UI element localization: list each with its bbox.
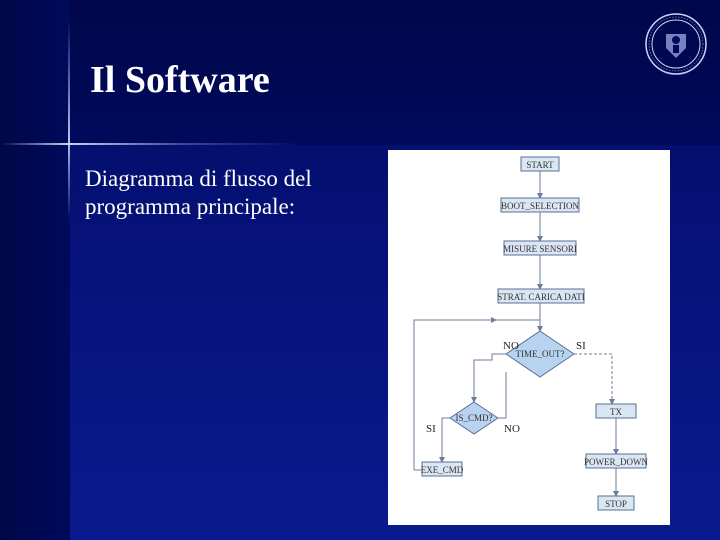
node-decision-main-label: TIME_OUT? [516,349,565,359]
top-band [0,0,720,145]
node-exe-box [421,461,463,477]
node-stop-label: STOP [605,499,627,509]
node-start-label: START [526,160,554,170]
node-decision-main [505,330,575,378]
label-no-bottom: NO [504,423,520,435]
node-misure-label: MISURE SENSORI [503,244,577,254]
star-sparkle-vertical [68,20,70,220]
node-strat-box [497,288,585,304]
university-seal-icon [645,13,707,75]
node-tx-label: TX [610,407,622,417]
node-power-label: POWER_DOWN [584,457,648,467]
bullet-text: Diagramma di flusso del programma princi… [85,166,312,219]
node-decision-cmd-label: IS_CMD? [455,413,492,423]
node-stop-box [597,495,635,511]
flowchart-image: START BOOT_SELECTION MISURE SENSORI STRA… [388,150,670,525]
node-decision-cmd [449,401,499,435]
flowchart-diagram: START BOOT_SELECTION MISURE SENSORI STRA… [413,156,648,511]
star-sparkle-horizontal [0,143,300,145]
label-no-top: NO [503,340,519,352]
node-exe-label: EXE_CMD [421,465,464,475]
label-si-left: SI [426,423,436,435]
left-band [0,0,70,540]
node-strat-label: STRAT. CARICA DATI [497,292,585,302]
label-si-top: SI [576,340,586,352]
slide-title: Il Software [90,59,270,101]
node-boot-label: BOOT_SELECTION [501,201,579,211]
